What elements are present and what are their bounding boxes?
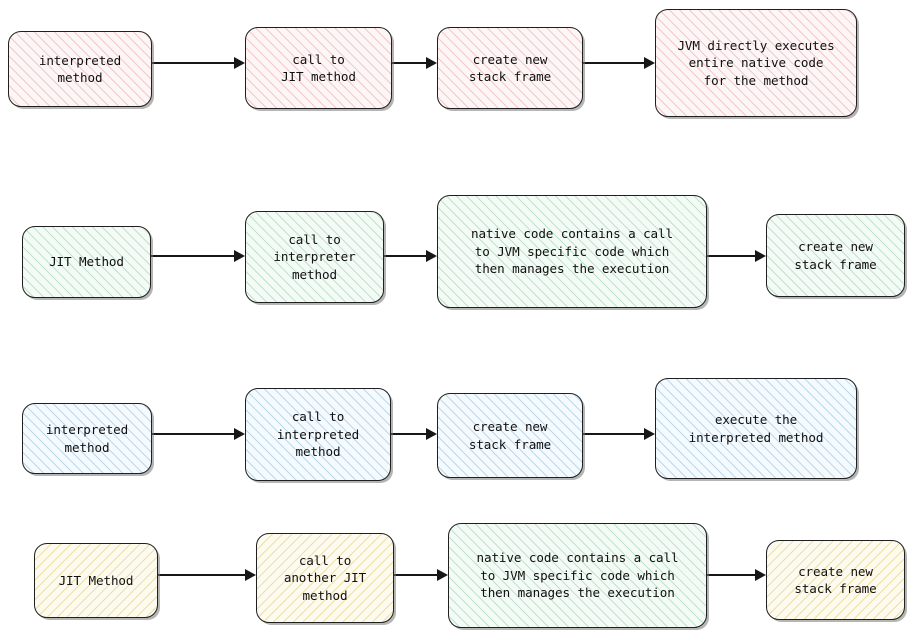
flow-node[interactable]: JIT Method [22, 226, 151, 298]
arrow-connector [152, 428, 245, 440]
flow-node[interactable]: interpreted method [22, 403, 152, 474]
arrow-shaft [152, 433, 235, 435]
arrow-head-icon [234, 250, 245, 262]
arrow-shaft [152, 62, 235, 64]
flow-node[interactable]: native code contains a call to JVM speci… [448, 523, 707, 628]
flow-node[interactable]: execute the interpreted method [655, 378, 857, 479]
flow-node[interactable]: call to another JIT method [256, 533, 394, 623]
flow-node-label: JIT Method [49, 254, 124, 270]
arrow-head-icon [755, 250, 766, 262]
flow-node[interactable]: JIT Method [34, 543, 158, 618]
arrow-shaft [583, 62, 645, 64]
flow-node-label: execute the interpreted method [688, 412, 824, 445]
flow-node-label: create new stack frame [794, 239, 877, 272]
arrow-head-icon [644, 428, 655, 440]
arrow-head-icon [426, 250, 437, 262]
arrow-connector [707, 569, 766, 581]
arrow-head-icon [755, 569, 766, 581]
arrow-head-icon [437, 569, 448, 581]
arrow-shaft [392, 62, 427, 64]
flow-node[interactable]: call to interpreted method [245, 388, 391, 481]
flow-node[interactable]: call to JIT method [245, 27, 392, 109]
flow-node[interactable]: native code contains a call to JVM speci… [437, 195, 707, 308]
arrow-head-icon [426, 428, 437, 440]
flow-node-label: call to interpreter method [273, 231, 356, 282]
arrow-shaft [707, 574, 756, 576]
arrow-connector [151, 250, 245, 262]
arrow-connector [583, 428, 655, 440]
flow-node-label: create new stack frame [468, 419, 552, 452]
arrow-head-icon [426, 57, 437, 69]
flow-node[interactable]: create new stack frame [437, 27, 583, 109]
arrow-shaft [707, 255, 756, 257]
arrow-head-icon [644, 57, 655, 69]
arrow-connector [152, 57, 245, 69]
arrow-connector [707, 250, 766, 262]
flow-node[interactable]: create new stack frame [766, 540, 905, 620]
arrow-shaft [158, 574, 246, 576]
flow-node[interactable]: call to interpreter method [245, 211, 384, 303]
arrow-connector [583, 57, 655, 69]
flow-node-label: native code contains a call to JVM speci… [470, 226, 674, 277]
arrow-connector [394, 569, 448, 581]
arrow-head-icon [245, 569, 256, 581]
flow-node-label: call to interpreted method [276, 409, 360, 460]
arrow-connector [384, 250, 437, 262]
arrow-connector [392, 57, 437, 69]
flow-node-label: interpreted method [38, 52, 122, 86]
arrow-shaft [391, 433, 427, 435]
arrow-shaft [384, 255, 427, 257]
flow-node-label: native code contains a call to JVM speci… [476, 550, 679, 601]
flow-node-label: JVM directly executes entire native code… [677, 37, 835, 88]
arrow-connector [158, 569, 256, 581]
flow-node-label: create new stack frame [468, 51, 552, 85]
flow-node-label: call to another JIT method [283, 552, 367, 603]
arrow-shaft [583, 433, 645, 435]
flow-node[interactable]: interpreted method [8, 31, 152, 107]
flow-node[interactable]: create new stack frame [437, 393, 583, 478]
arrow-shaft [151, 255, 235, 257]
flow-node-label: call to JIT method [281, 51, 356, 85]
arrow-shaft [394, 574, 438, 576]
flow-node[interactable]: JVM directly executes entire native code… [655, 9, 857, 117]
arrow-head-icon [234, 57, 245, 69]
flow-node[interactable]: create new stack frame [766, 214, 905, 297]
flow-node-label: JIT Method [58, 572, 134, 588]
arrow-head-icon [234, 428, 245, 440]
flow-node-label: interpreted method [45, 422, 129, 455]
flow-node-label: create new stack frame [794, 563, 877, 597]
arrow-connector [391, 428, 437, 440]
